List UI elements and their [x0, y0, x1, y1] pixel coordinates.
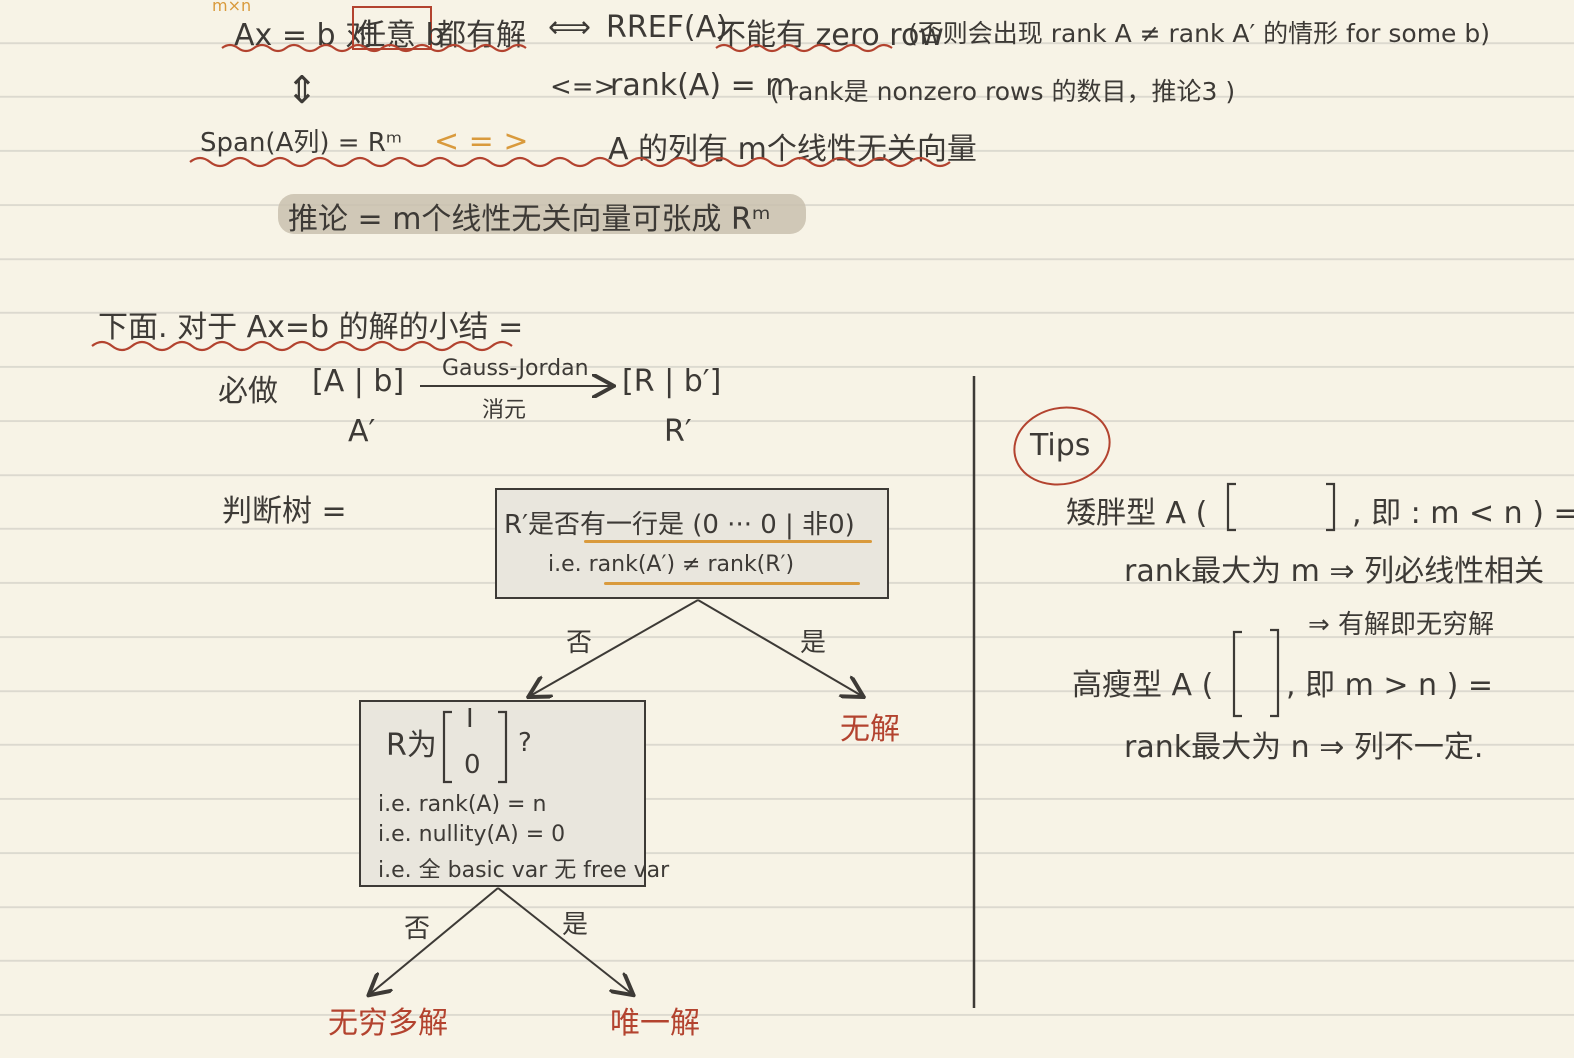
branch-no-2: 否	[404, 914, 431, 944]
bracket-right	[498, 710, 508, 784]
fat-matrix-suffix: , 即 : m < n ) =	[1352, 496, 1574, 531]
wavy-underline-top-right	[715, 43, 893, 53]
wavy-underline-span	[189, 156, 951, 168]
bracket-left	[442, 710, 452, 784]
branch-yes-2: 是	[562, 910, 589, 940]
q2-rank: i.e. rank(A) = n	[378, 792, 547, 817]
branch-yes-1: 是	[800, 628, 827, 658]
branch-no-1: 否	[566, 628, 593, 658]
tall-matrix-suffix: , 即 m > n ) =	[1286, 668, 1493, 703]
tips-circle	[1013, 406, 1111, 486]
iff-1: ⟺	[548, 10, 592, 45]
question-2-box	[359, 700, 646, 887]
q2-nullity: i.e. nullity(A) = 0	[378, 822, 566, 847]
summary-title: 下面. 对于 Ax=b 的解的小结 =	[98, 310, 524, 345]
updown-arrow: ⇕	[286, 68, 318, 112]
q2-identity: I	[466, 704, 474, 734]
elimination-label: 消元	[482, 398, 527, 423]
tall-bracket-right	[1270, 628, 1280, 718]
fat-rank: rank最大为 m ⇒ 列必线性相关	[1124, 554, 1545, 589]
fat-bracket-left	[1226, 482, 1236, 532]
rref-a: RREF(A)	[606, 10, 728, 45]
tall-bracket-left	[1232, 630, 1242, 718]
reduced-matrix: [R | b′]	[622, 364, 722, 399]
arrow-q1-yes	[697, 599, 862, 696]
rank-note: ( rank是 nonzero rows 的数目，推论3 )	[770, 77, 1236, 106]
iff-3: < = >	[434, 124, 529, 159]
q2-prefix: R为	[386, 728, 437, 763]
r-prime-label: R′	[664, 414, 692, 449]
augmented-matrix: [A | b]	[312, 364, 405, 399]
q1-rank-underline	[604, 582, 860, 585]
arrow-q2-yes	[497, 887, 632, 994]
question-1-box	[495, 488, 889, 599]
wavy-underline-summary	[91, 340, 513, 352]
matrix-dims: m×n	[212, 0, 252, 15]
tall-rank: rank最大为 n ⇒ 列不一定.	[1124, 730, 1484, 765]
fat-bracket-right	[1326, 482, 1336, 532]
gauss-jordan-label: Gauss-Jordan	[442, 356, 589, 381]
corollary: 推论 = m个线性无关向量可张成 Rᵐ	[288, 202, 771, 237]
corollary-highlight	[278, 194, 806, 234]
must-do: 必做	[218, 374, 278, 409]
wavy-underline-top-left	[221, 43, 527, 53]
arrow-q1-no	[530, 599, 699, 696]
question-1-text: R′是否有一行是 (0 ··· 0 | 非0)	[504, 510, 855, 540]
rank-eq-m: rank(A) = m	[610, 68, 795, 103]
no-zero-row: 不能有 zero row	[716, 18, 944, 53]
fat-result: ⇒ 有解即无穷解	[1308, 610, 1495, 640]
q2-free-var: i.e. 全 basic var 无 free var	[378, 858, 670, 883]
rref-note: (否则会出现 rank A ≠ rank A′ 的情形 for some b)	[908, 19, 1490, 48]
decision-tree-label: 判断树 =	[222, 494, 347, 529]
q1-underline	[584, 540, 872, 543]
q2-question: ?	[518, 728, 532, 758]
tips-title: Tips	[1030, 428, 1091, 463]
no-solution: 无解	[840, 712, 900, 747]
fat-matrix-prefix: 矮胖型 A (	[1066, 496, 1208, 531]
iff-2: <=>	[550, 72, 616, 102]
any-b-box	[352, 6, 432, 50]
unique-solution: 唯一解	[610, 1006, 700, 1041]
question-1-rank: i.e. rank(A′) ≠ rank(R′)	[548, 552, 795, 577]
infinite-solutions: 无穷多解	[328, 1006, 448, 1041]
span-eq: Span(A列) = Rᵐ	[200, 128, 403, 158]
q2-zero: 0	[464, 750, 481, 780]
a-prime-label: A′	[348, 414, 376, 449]
arrow-q2-no	[370, 887, 499, 994]
tall-matrix-prefix: 高瘦型 A (	[1072, 668, 1214, 703]
